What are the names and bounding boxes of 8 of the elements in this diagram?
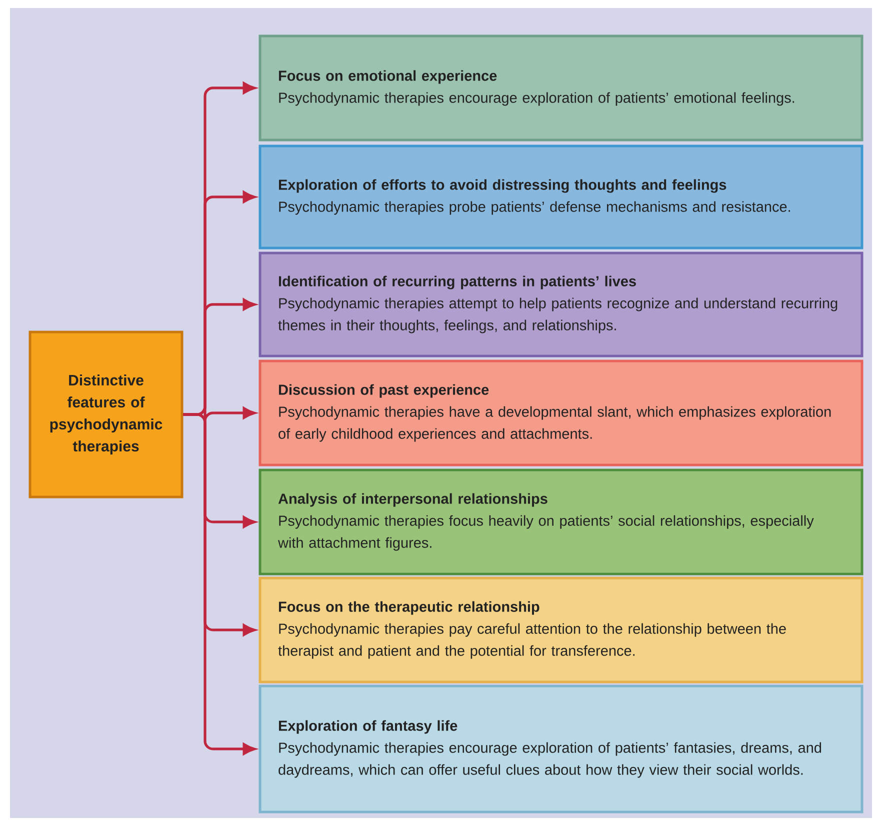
feature-box: Analysis of interpersonal relationships Psychodynamic therapies focus heavily on patients’ social relationships, especially with attachment figures. — [258, 468, 864, 576]
feature-box: Identification of recurring patterns in patients’ lives Psychodynamic therapies attempt to help patients recognize and understand recurring themes in their thoughts, feelings, and relationships. — [258, 252, 864, 358]
feature-box: Exploration of fantasy life Psychodynamic therapies encourage exploration of patients’ fantasies, dreams, and daydreams, which can offer useful clues about how they view their social worlds. — [258, 684, 864, 814]
feature-box: Focus on the therapeutic relationship Psychodynamic therapies pay careful attention to the relationship between the therapist and patient and the potential for transference. — [258, 576, 864, 684]
feature-box: Discussion of past experience Psychodynamic therapies have a developmental slant, which emphasizes exploration of early childhood experiences and attachments. — [258, 360, 864, 466]
feature-box: Focus on emotional experience Psychodynamic therapies encourage exploration of patients’ emotional feelings. — [258, 34, 864, 142]
topic-box: Distinctive features of psychodynamic therapies — [28, 330, 184, 498]
feature-box: Exploration of efforts to avoid distressing thoughts and feelings Psychodynamic therapies probe patients’ defense mechanisms and resistance. — [258, 144, 864, 250]
